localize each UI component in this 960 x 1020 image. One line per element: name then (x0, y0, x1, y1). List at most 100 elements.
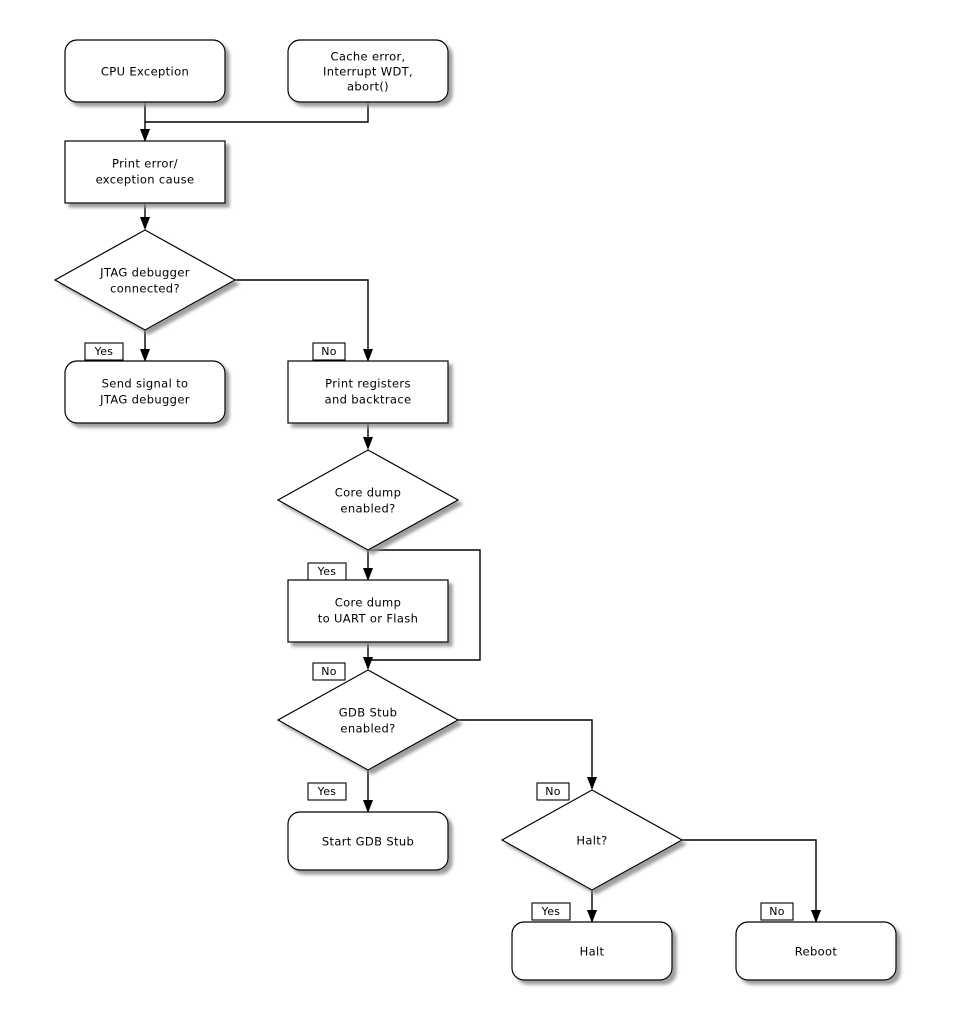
edge-gdb-no-to-halt-decision (458, 719, 597, 790)
edge-label-jtag-no: No (312, 342, 346, 361)
arrowhead-icon (140, 217, 150, 230)
edge-halt-no-to-reboot-action (682, 839, 821, 923)
edge-label-coredump-yes-box (307, 562, 347, 581)
node-send-signal[interactable]: Send signal to JTAG debugger (64, 360, 226, 424)
node-jtag-connected-label-line-2: connected? (110, 282, 180, 296)
edge-label-halt-no-box (760, 902, 794, 921)
arrowhead-icon (363, 349, 373, 362)
edge-label-jtag-yes-text: Yes (94, 345, 114, 358)
edge-label-halt-yes-box (531, 902, 571, 921)
edge-label-jtag-yes: Yes (84, 342, 124, 361)
node-print-error-label-line-1: Print error/ (112, 157, 178, 171)
node-core-dump-enabled-label-line-2: enabled? (340, 502, 395, 516)
node-print-registers-label-line-2: and backtrace (325, 393, 412, 407)
edge-print-registers-to-coredump-decision (363, 423, 373, 450)
edge-label-coredump-yes-text: Yes (317, 565, 337, 578)
node-cache-error-label-line-1: Cache error, (330, 50, 405, 64)
edge-label-layer: Yes No Yes No Yes No (84, 342, 794, 921)
node-jtag-connected-shape[interactable] (53, 229, 237, 331)
node-reboot-action[interactable]: Reboot (735, 921, 897, 981)
edge-core-dump-write-to-gdb-decision (363, 642, 373, 670)
edge-label-gdb-no-box (536, 782, 570, 801)
node-start-gdb-stub-shape[interactable] (287, 811, 449, 871)
edge-layer (140, 102, 821, 923)
node-print-error-label-line-2: exception cause (96, 173, 195, 187)
node-print-error-shape[interactable] (64, 140, 226, 204)
edge-label-gdb-no: No (536, 782, 570, 801)
node-core-dump-enabled-decision[interactable]: Core dump enabled? (276, 449, 460, 551)
node-gdb-stub-enabled-decision[interactable]: GDB Stub enabled? (276, 669, 460, 771)
edge-gdb-yes-to-start-gdb-stub (363, 770, 373, 813)
node-print-registers[interactable]: Print registers and backtrace (287, 360, 449, 424)
node-send-signal-label-line-1: Send signal to (102, 377, 189, 391)
node-cpu-exception-shape[interactable] (64, 39, 226, 103)
node-reboot-action-label-line-1: Reboot (795, 945, 838, 959)
edge-halt-yes-to-halt-action (587, 890, 597, 923)
edge-label-halt-yes: Yes (531, 902, 571, 921)
node-core-dump-write[interactable]: Core dump to UART or Flash (287, 579, 449, 643)
node-core-dump-enabled-label-line-1: Core dump (335, 486, 402, 500)
edge-label-jtag-no-box (312, 342, 346, 361)
edge-label-coredump-yes: Yes (307, 562, 347, 581)
edge-jtag-yes-to-send-signal (140, 330, 150, 362)
node-print-registers-shape[interactable] (287, 360, 449, 424)
node-gdb-stub-enabled-label-line-1: GDB Stub (339, 706, 398, 720)
node-cache-error-shape[interactable] (287, 39, 449, 103)
node-core-dump-write-label-line-1: Core dump (335, 596, 402, 610)
node-halt-decision-label-line-1: Halt? (576, 834, 607, 848)
node-cpu-exception-label-line-1: CPU Exception (101, 65, 189, 79)
arrowhead-icon (140, 129, 150, 142)
node-print-registers-label-line-1: Print registers (325, 377, 411, 391)
node-cache-error-label-line-3: abort() (347, 80, 389, 94)
node-cache-error[interactable]: Cache error, Interrupt WDT, abort() (287, 39, 449, 103)
edge-label-gdb-no-text: No (545, 785, 561, 798)
node-start-gdb-stub[interactable]: Start GDB Stub (287, 811, 449, 871)
edge-label-coredump-no: No (312, 662, 346, 681)
node-send-signal-label-line-2: JTAG debugger (99, 393, 190, 407)
edge-label-jtag-yes-box (84, 342, 124, 361)
arrowhead-icon (587, 777, 597, 790)
node-halt-decision-shape[interactable] (500, 789, 684, 891)
node-jtag-connected-decision[interactable]: JTAG debugger connected? (53, 229, 237, 331)
edge-print-error-to-jtag-decision (140, 203, 150, 230)
edge-jtag-no-to-print-registers (235, 279, 373, 362)
edge-label-gdb-yes-text: Yes (317, 785, 337, 798)
edge-label-gdb-yes-box (307, 782, 347, 801)
edge-label-halt-no: No (760, 902, 794, 921)
edge-cache-error-to-print-error (145, 102, 369, 123)
node-halt-action-shape[interactable] (511, 921, 673, 981)
node-halt-decision[interactable]: Halt? (500, 789, 684, 891)
edge-label-halt-yes-text: Yes (541, 905, 561, 918)
edge-coredump-yes-to-core-dump-write (363, 550, 373, 581)
arrowhead-icon (140, 349, 150, 362)
arrowhead-icon (363, 800, 373, 813)
edge-label-gdb-yes: Yes (307, 782, 347, 801)
node-jtag-connected-label-line-1: JTAG debugger (99, 266, 190, 280)
edge-label-jtag-no-text: No (321, 345, 337, 358)
node-gdb-stub-enabled-shape[interactable] (276, 669, 460, 771)
edge-label-halt-no-text: No (769, 905, 785, 918)
edge-label-coredump-no-box (312, 662, 346, 681)
node-gdb-stub-enabled-label-line-2: enabled? (340, 722, 395, 736)
edge-label-coredump-no-text: No (321, 665, 337, 678)
edge-coredump-no-to-gdb-decision (368, 549, 481, 661)
arrowhead-icon (363, 657, 373, 670)
arrowhead-icon (363, 437, 373, 450)
node-layer: CPU Exception Cache error, Interrupt WDT… (53, 39, 897, 981)
node-print-error[interactable]: Print error/ exception cause (64, 140, 226, 204)
node-halt-action-label-line-1: Halt (580, 945, 605, 959)
node-cpu-exception[interactable]: CPU Exception (64, 39, 226, 103)
node-halt-action[interactable]: Halt (511, 921, 673, 981)
node-start-gdb-stub-label-line-1: Start GDB Stub (322, 835, 414, 849)
edge-cpu-exception-to-print-error (140, 102, 150, 142)
node-core-dump-write-shape[interactable] (287, 579, 449, 643)
node-core-dump-enabled-shape[interactable] (276, 449, 460, 551)
node-send-signal-shape[interactable] (64, 360, 226, 424)
node-core-dump-write-label-line-2: to UART or Flash (318, 612, 418, 626)
node-cache-error-label-line-2: Interrupt WDT, (323, 65, 413, 79)
node-reboot-action-shape[interactable] (735, 921, 897, 981)
arrowhead-icon (811, 910, 821, 923)
arrowhead-icon (587, 910, 597, 923)
